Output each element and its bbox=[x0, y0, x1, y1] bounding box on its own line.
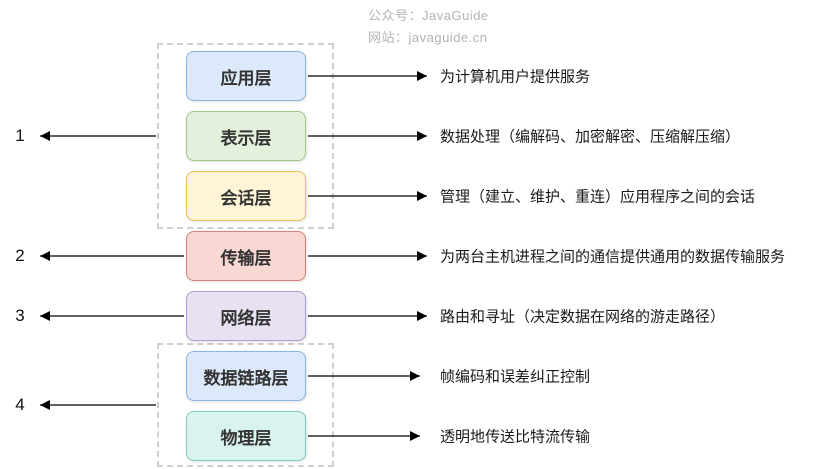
layer-box-network: 网络层 bbox=[186, 291, 306, 341]
layer-desc-transport: 为两台主机进程之间的通信提供通用的数据传输服务 bbox=[440, 248, 786, 266]
watermark-account-line: 公众号：JavaGuide bbox=[368, 8, 489, 23]
group-number-4: 4 bbox=[15, 395, 25, 414]
watermark: 公众号：JavaGuide 网站：javaguide.cn bbox=[368, 5, 489, 49]
layer-box-presentation: 表示层 bbox=[186, 111, 306, 161]
layer-desc-network: 路由和寻址（决定数据在网络的游走路径） bbox=[440, 308, 726, 326]
group-number-3: 3 bbox=[15, 306, 25, 325]
layer-desc-presentation: 数据处理（编解码、加密解密、压缩解压缩） bbox=[440, 128, 741, 146]
layer-label-physical: 物理层 bbox=[220, 428, 272, 448]
watermark-site-line: 网站：javaguide.cn bbox=[368, 30, 488, 45]
layer-label-presentation: 表示层 bbox=[220, 128, 272, 148]
layer-label-session: 会话层 bbox=[220, 188, 272, 208]
layer-desc-session: 管理（建立、维护、重连）应用程序之间的会话 bbox=[440, 188, 756, 206]
group-box-lower-layers bbox=[157, 343, 334, 467]
layer-desc-application: 为计算机用户提供服务 bbox=[440, 68, 591, 86]
layer-label-transport: 传输层 bbox=[220, 248, 272, 268]
layer-box-transport: 传输层 bbox=[186, 231, 306, 281]
group-number-1: 1 bbox=[15, 126, 25, 145]
layer-desc-datalink: 帧编码和误差纠正控制 bbox=[440, 368, 591, 386]
layer-desc-physical: 透明地传送比特流传输 bbox=[440, 428, 591, 446]
layer-label-datalink: 数据链路层 bbox=[203, 368, 289, 388]
layer-label-network: 网络层 bbox=[220, 308, 272, 328]
layer-label-application: 应用层 bbox=[220, 68, 272, 88]
layer-box-application: 应用层 bbox=[186, 51, 306, 101]
layer-box-datalink: 数据链路层 bbox=[186, 351, 306, 401]
layer-box-physical: 物理层 bbox=[186, 411, 306, 461]
group-number-2: 2 bbox=[15, 246, 25, 265]
layer-box-session: 会话层 bbox=[186, 171, 306, 221]
